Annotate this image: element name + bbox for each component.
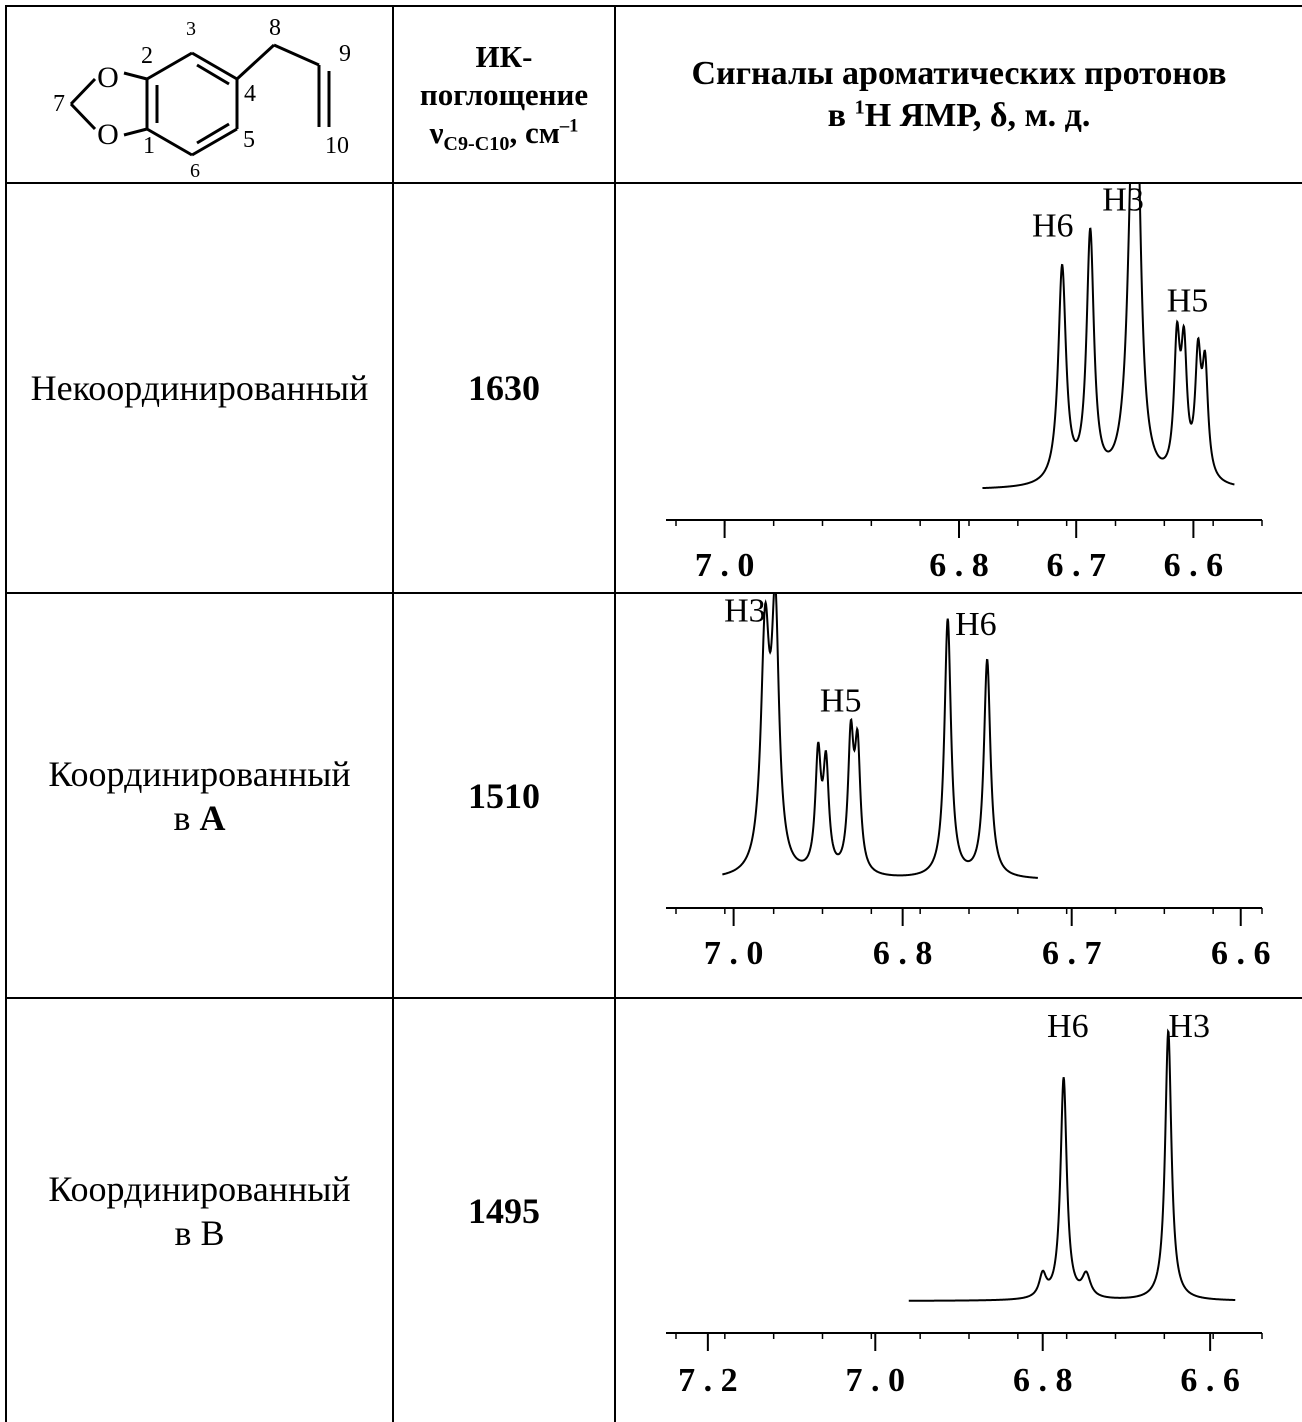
ir-header: ИК- поглощение νC9-C10, см–1: [419, 38, 589, 155]
ir-value: 1630: [468, 368, 540, 408]
tick-label: 6 . 8: [873, 935, 933, 972]
peak-label: H3: [724, 594, 766, 630]
nmr-title-suffix: H ЯМР, δ, м. д.: [864, 96, 1091, 134]
tick-label: 6 . 6: [1164, 547, 1224, 584]
nmr-title-superscript: 1: [854, 96, 865, 119]
ir-subscript: C9-C10: [443, 132, 510, 155]
table-border-top: [5, 5, 1302, 7]
column-divider: [392, 5, 394, 1422]
peak-label: H3: [1168, 1008, 1210, 1045]
column-divider: [614, 5, 616, 1422]
atom-number-label: 9: [339, 41, 351, 67]
atom-number-label: 6: [190, 160, 200, 182]
atom-number-label: 10: [325, 133, 349, 159]
tick-label: 7 . 2: [678, 1362, 738, 1399]
ir-title-line: ИК-: [475, 38, 533, 74]
row-label-prefix: в: [173, 797, 200, 838]
ir-value: 1495: [468, 1190, 540, 1231]
row-divider: [5, 997, 1302, 999]
atom-number-label: 5: [243, 127, 255, 153]
tick-label: 7 . 0: [695, 547, 755, 584]
ir-unit-superscript: –1: [559, 115, 579, 137]
tick-label: 6 . 7: [1046, 547, 1106, 584]
tick-label: 7 . 0: [704, 935, 764, 972]
ir-value-cell: 1510: [394, 594, 614, 997]
tick-label: 6 . 7: [1042, 935, 1102, 972]
row-label: Некоординированный: [30, 368, 369, 408]
ir-value-cell: 1495: [394, 999, 614, 1422]
tick-label: 6 . 6: [1180, 1362, 1240, 1399]
safrole-structure-diagram: O O 2 3 4 5 6 1 7 8 9 10: [53, 15, 351, 182]
oxygen-atom-label: O: [97, 118, 119, 151]
spectrum-trace: [722, 594, 1038, 879]
row-label: Координированный: [48, 753, 351, 794]
nmr-spectrum-cell: 7 . 2 7 . 0 6 . 8 6 . 6 H6 H3: [616, 999, 1302, 1422]
ir-unit: , см: [509, 114, 560, 150]
tick-label: 7 . 0: [846, 1362, 906, 1399]
atom-number-label: 2: [141, 43, 153, 69]
atom-number-label: 3: [186, 18, 196, 40]
row-divider: [5, 182, 1302, 184]
tick-label: 6 . 8: [1013, 1362, 1073, 1399]
peak-label: H5: [820, 682, 862, 719]
row-label-line2: в A: [48, 796, 350, 840]
ir-header-cell: ИК- поглощение νC9-C10, см–1: [394, 7, 614, 182]
atom-number-label: 8: [269, 15, 281, 41]
peak-label: H3: [1102, 184, 1144, 219]
nmr-title-prefix: в: [827, 96, 855, 134]
peak-label: H6: [1047, 1008, 1089, 1045]
ir-nu-symbol: ν: [429, 114, 444, 150]
structure-cell: O O 2 3 4 5 6 1 7 8 9 10: [7, 7, 392, 182]
nmr-title-line: в 1H ЯМР, δ, м. д.: [691, 95, 1226, 137]
spectrum-trace: [908, 1028, 1236, 1302]
atom-number-label: 4: [244, 81, 256, 107]
row-divider: [5, 592, 1302, 594]
ir-value: 1510: [468, 775, 540, 816]
atom-number-label: 1: [143, 133, 155, 159]
ir-value-cell: 1630: [394, 184, 614, 592]
spectrum-trace: [982, 184, 1235, 490]
tick-label: 6 . 6: [1211, 935, 1271, 972]
row-label-line2: в B: [174, 1212, 225, 1253]
atom-number-label: 7: [53, 91, 65, 117]
ir-title-line: νC9-C10, см–1: [420, 114, 588, 155]
nmr-spectrum-chart: 7 . 2 7 . 0 6 . 8 6 . 6 H6 H3: [666, 1008, 1263, 1399]
row-label: Координированный: [48, 1168, 351, 1209]
peak-label: H5: [1167, 282, 1209, 319]
oxygen-atom-label: O: [97, 61, 119, 94]
ir-title-line: поглощение: [419, 76, 589, 112]
nmr-header: Сигналы ароматических протонов в 1H ЯМР,…: [691, 53, 1226, 137]
tick-label: 6 . 8: [929, 547, 989, 584]
row-label-cell: Некоординированный: [7, 184, 392, 592]
table-border-left: [5, 5, 7, 1422]
peak-label: H6: [955, 606, 997, 643]
row-label-complex-letter: A: [199, 797, 226, 838]
row-label-cell: Координированный в A: [7, 594, 392, 997]
nmr-header-cell: Сигналы ароматических протонов в 1H ЯМР,…: [616, 7, 1302, 182]
row-label-cell: Координированный в B: [7, 999, 392, 1422]
nmr-title-line: Сигналы ароматических протонов: [691, 54, 1227, 92]
peak-label: H6: [1032, 208, 1074, 245]
